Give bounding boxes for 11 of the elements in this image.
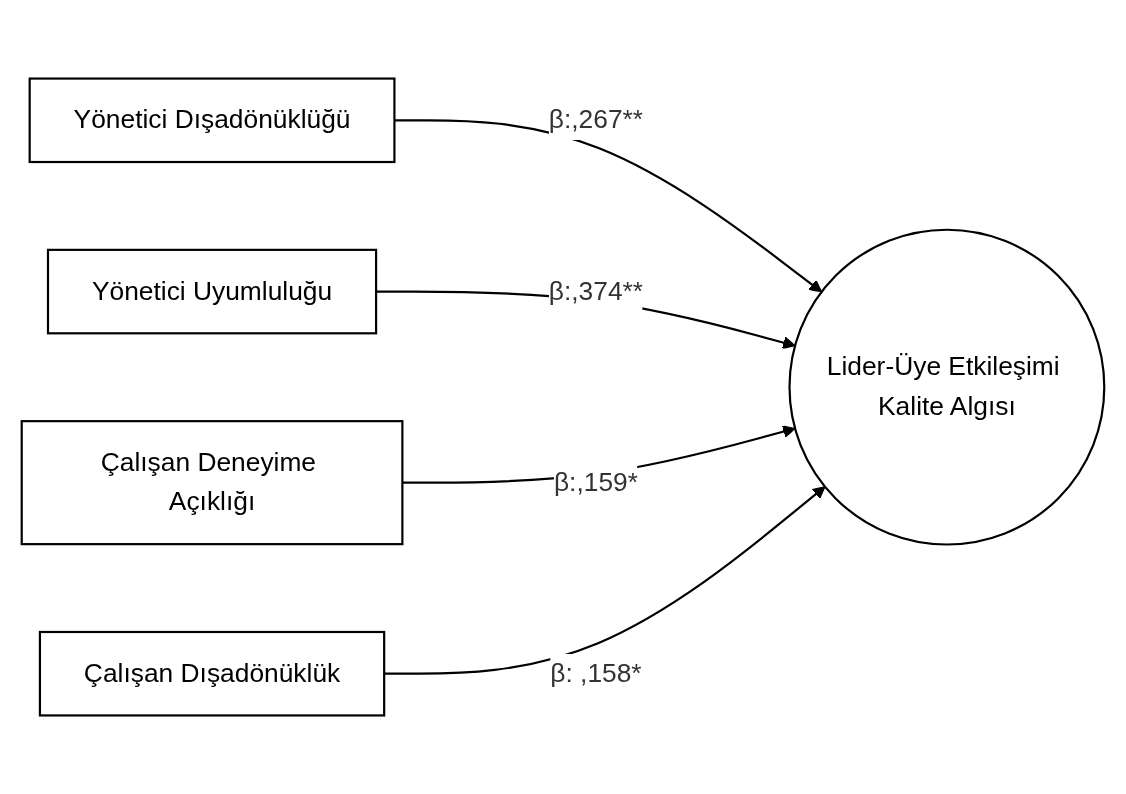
node-box: Çalışan Deneyime Açıklığı	[20, 420, 404, 546]
edge-label: β:,159*	[553, 467, 638, 497]
node-box: Yönetici Uyumluluğu	[46, 248, 378, 335]
edge-label: β: ,158*	[550, 658, 642, 688]
arrow	[394, 119, 823, 293]
arrow	[384, 486, 826, 675]
edge-label: β:,374**	[548, 276, 644, 306]
node-circle: Lider-Üye Etkileşimi Kalite Algısı	[788, 228, 1106, 546]
node-box: Çalışan Dışadönüklük	[38, 630, 386, 717]
node-box: Yönetici Dışadönüklüğü	[28, 77, 396, 164]
edge-label: β:,267**	[548, 104, 644, 135]
